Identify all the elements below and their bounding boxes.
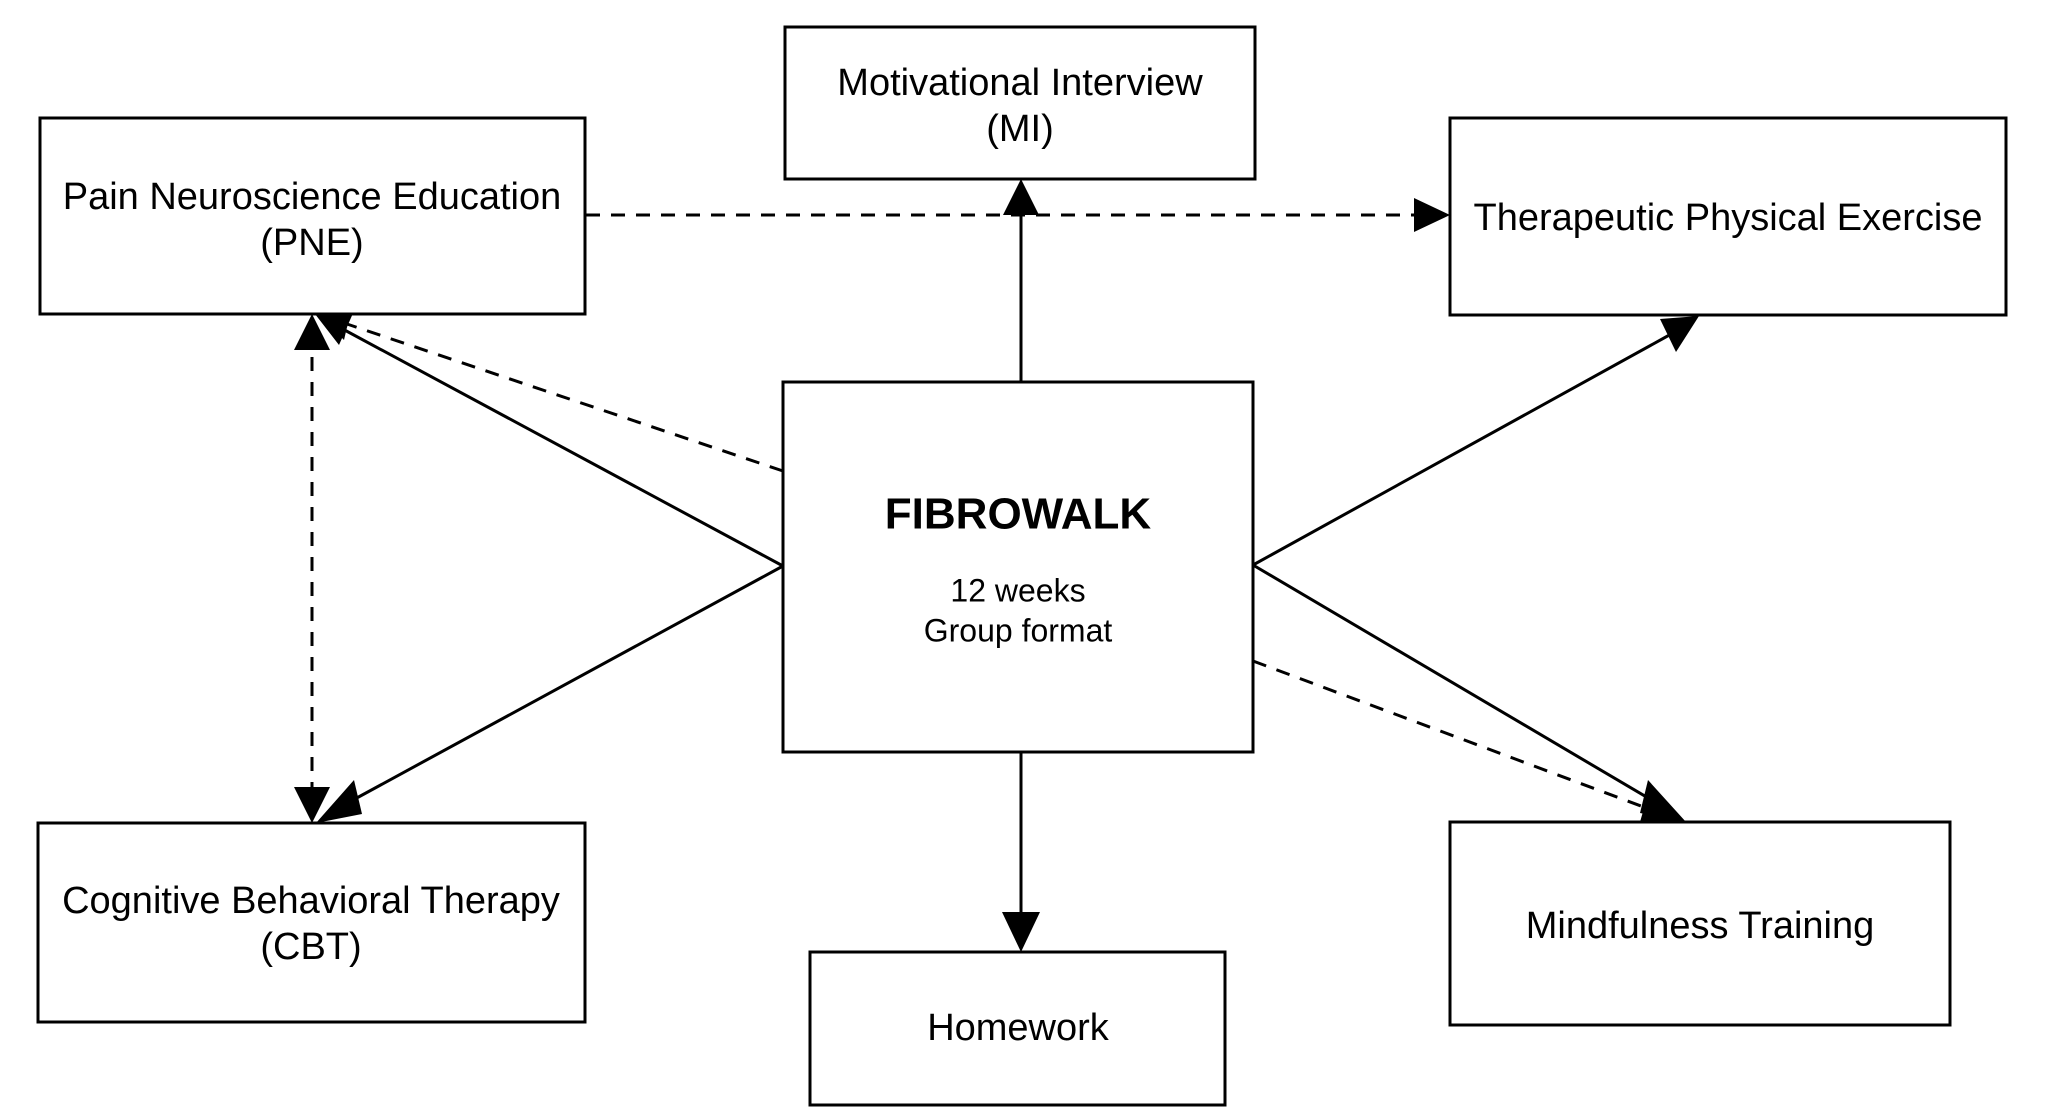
edge-fibrowalk-to-mindfulness-line: [1252, 563, 1661, 807]
node-homework[interactable]: Homework: [808, 950, 1227, 1107]
edge-pne-cbt-arrowhead-down: [294, 787, 330, 823]
edge-pne-cbt-arrowhead-up: [294, 314, 330, 350]
node-tpe-box[interactable]: [1448, 116, 2008, 317]
edge-fibrowalk-to-mindfulness: [1252, 563, 1686, 822]
edge-fibrowalk-to-cbt-arrowhead: [316, 780, 362, 823]
edge-fibrowalk-to-homework: [1002, 752, 1040, 952]
edge-fibrowalk-to-mi: [1003, 179, 1039, 382]
node-pne-label-line2: (PNE): [260, 222, 363, 264]
edge-fibrowalk-to-homework-arrowhead: [1002, 912, 1040, 952]
edge-fibrowalk-to-mindfulness-dashed: [1252, 659, 1684, 822]
edge-pne-to-tpe-arrowhead: [1414, 198, 1450, 232]
node-fibrowalk-title: FIBROWALK: [885, 490, 1152, 539]
node-cbt-box[interactable]: [36, 821, 587, 1024]
node-cbt-label-line1: Cognitive Behavioral Therapy: [62, 880, 560, 922]
node-fibrowalk-detail-duration: 12 weeks: [950, 572, 1085, 608]
edge-pne-cbt-bidirectional: [294, 314, 330, 823]
edge-fibrowalk-to-pne-dashed-line: [343, 321, 784, 473]
node-layer: Pain Neuroscience Education (PNE) Motiva…: [36, 25, 2008, 1107]
edge-fibrowalk-to-cbt: [316, 564, 784, 823]
node-homework-label: Homework: [927, 1007, 1110, 1049]
edge-pne-to-tpe: [586, 198, 1450, 232]
node-mindfulness-box[interactable]: [1448, 820, 1952, 1027]
node-pain-neuroscience-education[interactable]: Pain Neuroscience Education (PNE): [38, 116, 587, 316]
node-mi-box[interactable]: [783, 25, 1257, 181]
edge-fibrowalk-to-mi-arrowhead: [1003, 179, 1039, 215]
edge-fibrowalk-to-tpe-line: [1252, 331, 1674, 567]
edge-fibrowalk-to-tpe-arrowhead: [1660, 316, 1699, 352]
edge-fibrowalk-to-pne: [315, 311, 784, 568]
node-tpe-label-line1: Therapeutic Physical Exercise: [1474, 197, 1983, 239]
node-fibrowalk-detail-format: Group format: [924, 612, 1113, 648]
node-mi-label-line2: (MI): [986, 108, 1054, 150]
node-pne-label-line1: Pain Neuroscience Education: [63, 176, 562, 218]
edge-fibrowalk-to-pne-dashed: [318, 306, 784, 473]
node-therapeutic-physical-exercise[interactable]: Therapeutic Physical Exercise: [1448, 116, 2008, 317]
node-cbt-label-line2: (CBT): [260, 926, 361, 968]
node-cognitive-behavioral-therapy[interactable]: Cognitive Behavioral Therapy (CBT): [36, 821, 587, 1024]
edge-fibrowalk-to-tpe: [1252, 316, 1699, 567]
node-mi-label-line1: Motivational Interview: [837, 62, 1203, 104]
edge-layer: [294, 179, 1699, 952]
node-fibrowalk-box[interactable]: [781, 380, 1255, 754]
edge-fibrowalk-to-mindfulness-dashed-arrowhead: [1640, 791, 1684, 822]
node-pne-box[interactable]: [38, 116, 587, 316]
edge-fibrowalk-to-mindfulness-dashed-line: [1252, 659, 1658, 814]
node-homework-box[interactable]: [808, 950, 1227, 1107]
edge-fibrowalk-to-pne-line: [338, 325, 784, 568]
node-motivational-interview[interactable]: Motivational Interview (MI): [783, 25, 1257, 181]
node-mindfulness-label: Mindfulness Training: [1526, 905, 1875, 947]
node-fibrowalk[interactable]: FIBROWALK 12 weeks Group format: [781, 380, 1255, 754]
node-mindfulness-training[interactable]: Mindfulness Training: [1448, 820, 1952, 1027]
edge-fibrowalk-to-cbt-line: [341, 564, 784, 808]
